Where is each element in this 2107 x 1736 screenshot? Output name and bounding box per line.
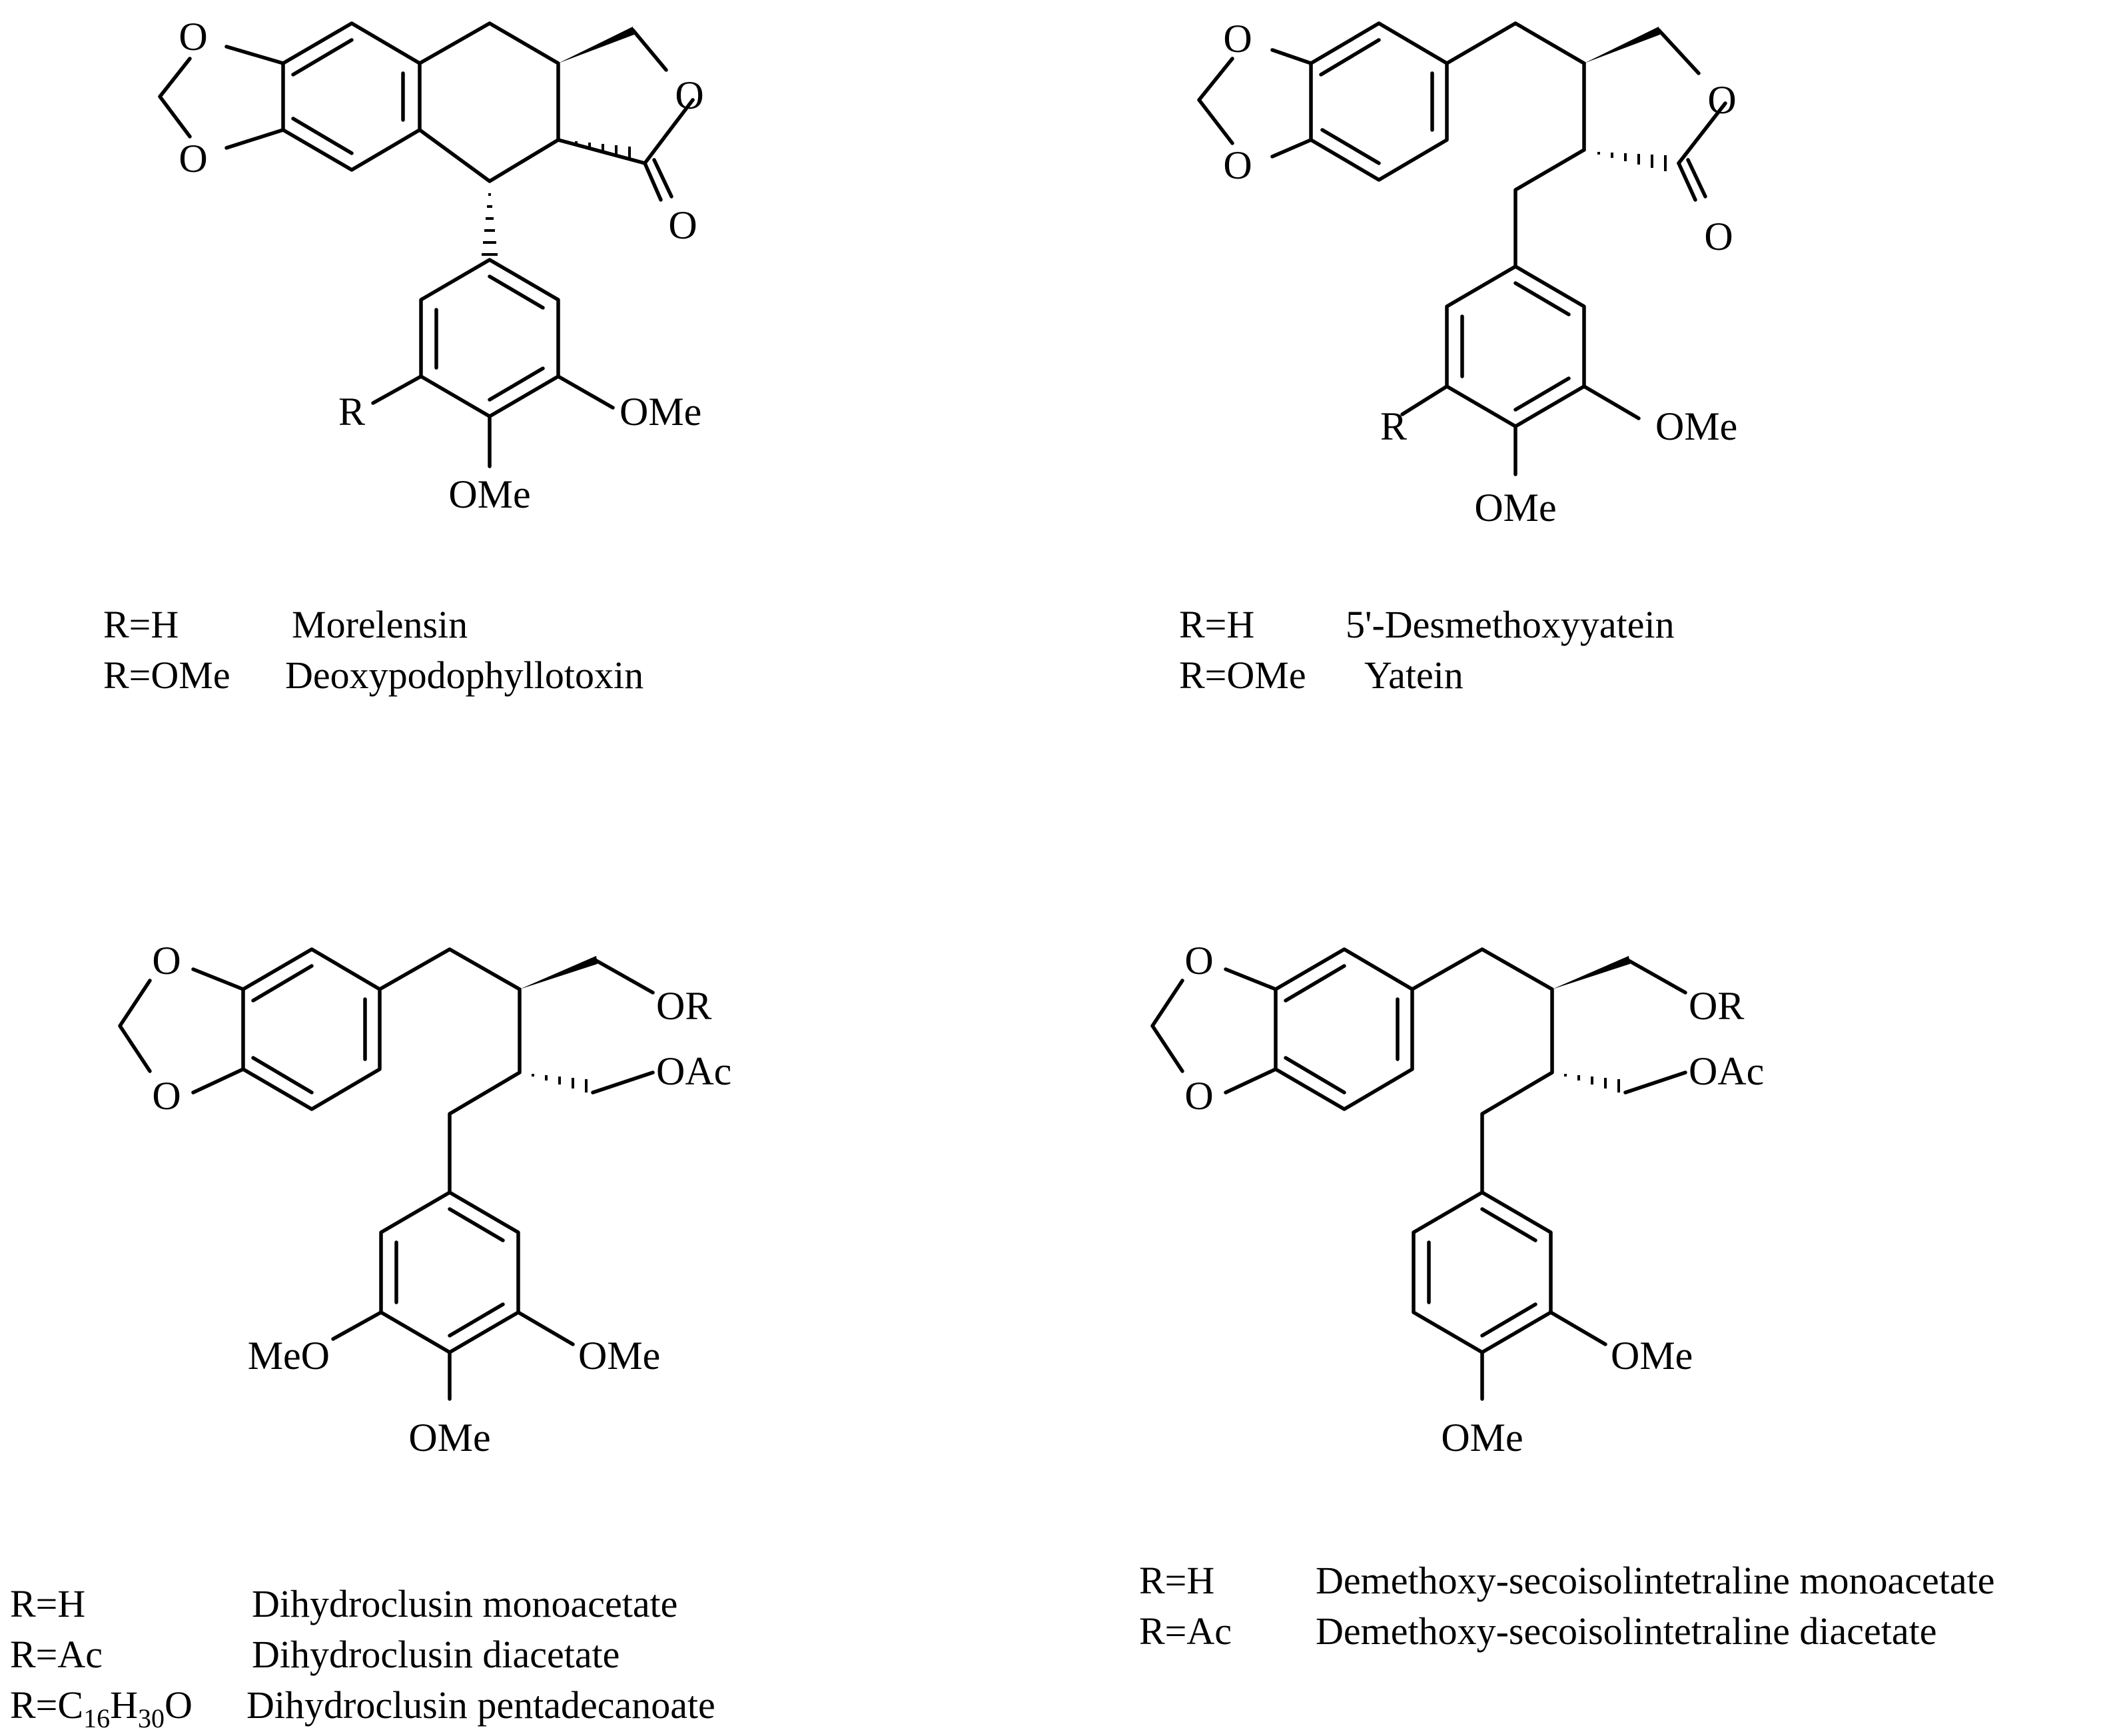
atom-o-ring: O <box>675 73 703 117</box>
legend-name-yatein: Yatein <box>1364 653 1464 697</box>
structure-dihydroclusin: O O OR OAc MeO OMe OMe R=H Dihydroclusin… <box>10 939 731 1733</box>
atom-ome-right: OMe <box>1655 404 1737 448</box>
atom-o1: O <box>152 939 181 983</box>
atom-oac: OAc <box>1689 1049 1764 1093</box>
atom-o2: O <box>1184 1074 1213 1118</box>
legend-name-pentadecanoate: Dihydroclusin pentadecanoate <box>246 1683 715 1727</box>
legend-r-deoxypodophyllotoxin: R=OMe <box>103 653 230 697</box>
legend-r-diacetate: R=Ac <box>10 1633 103 1676</box>
structure-deoxypodophyllotoxin: O O O O R OMe OMe R=H Morelensin R=OMe D… <box>103 15 704 697</box>
atom-r: R <box>338 390 365 434</box>
atom-o-carbonyl: O <box>1704 215 1733 258</box>
legend-r-desmethoxyyatein: R=H <box>1179 603 1254 646</box>
legend-r-pentadecanoate: R=C16H30O <box>10 1683 193 1733</box>
legend-r-yatein: R=OMe <box>1179 653 1306 697</box>
atom-ome-right: OMe <box>1611 1334 1693 1378</box>
atom-o1: O <box>1184 939 1213 983</box>
atom-o-ring: O <box>1707 78 1736 122</box>
atom-o2: O <box>179 137 207 181</box>
legend-r-secoisolintetraline-monoacetate: R=H <box>1139 1559 1214 1602</box>
legend-r-secoisolintetraline-diacetate: R=Ac <box>1139 1609 1232 1653</box>
atom-ome-bottom: OMe <box>448 472 530 516</box>
atom-o1: O <box>1223 17 1252 61</box>
atom-ome-bottom: OMe <box>408 1416 490 1460</box>
atom-oac: OAc <box>656 1049 731 1093</box>
atom-o1: O <box>179 15 207 59</box>
legend-name-secoisolintetraline-diacetate: Demethoxy-secoisolintetraline diacetate <box>1316 1609 1936 1653</box>
legend-r-morelensin: R=H <box>103 603 179 646</box>
atom-or: OR <box>1689 984 1744 1028</box>
atom-o-carbonyl: O <box>668 203 697 247</box>
atom-o2: O <box>1223 143 1252 187</box>
atom-meo-left: MeO <box>248 1334 330 1378</box>
atom-ome-right: OMe <box>578 1334 660 1378</box>
legend-name-deoxypodophyllotoxin: Deoxypodophyllotoxin <box>285 653 643 697</box>
atom-ome-right: OMe <box>620 390 701 434</box>
atom-ome-bottom: OMe <box>1474 486 1556 530</box>
legend-name-diacetate: Dihydroclusin diacetate <box>252 1633 620 1676</box>
legend-name-secoisolintetraline-monoacetate: Demethoxy-secoisolintetraline monoacetat… <box>1316 1559 1994 1602</box>
atom-ome-bottom: OMe <box>1441 1416 1523 1460</box>
legend-r-monoacetate: R=H <box>10 1582 85 1625</box>
legend-name-monoacetate: Dihydroclusin monoacetate <box>252 1582 677 1625</box>
structure-demethoxy-secoisolintetraline: O O OR OAc OMe OMe R=H Demethoxy-secoiso… <box>1139 939 1994 1653</box>
atom-r: R <box>1380 404 1407 448</box>
legend-name-morelensin: Morelensin <box>292 603 468 646</box>
structure-yatein: O O O O R OMe OMe R=H 5'-Desmethoxyyatei… <box>1179 17 1737 697</box>
atom-o2: O <box>152 1074 181 1118</box>
atom-or: OR <box>656 984 711 1028</box>
legend-name-desmethoxyyatein: 5'-Desmethoxyyatein <box>1346 603 1675 646</box>
